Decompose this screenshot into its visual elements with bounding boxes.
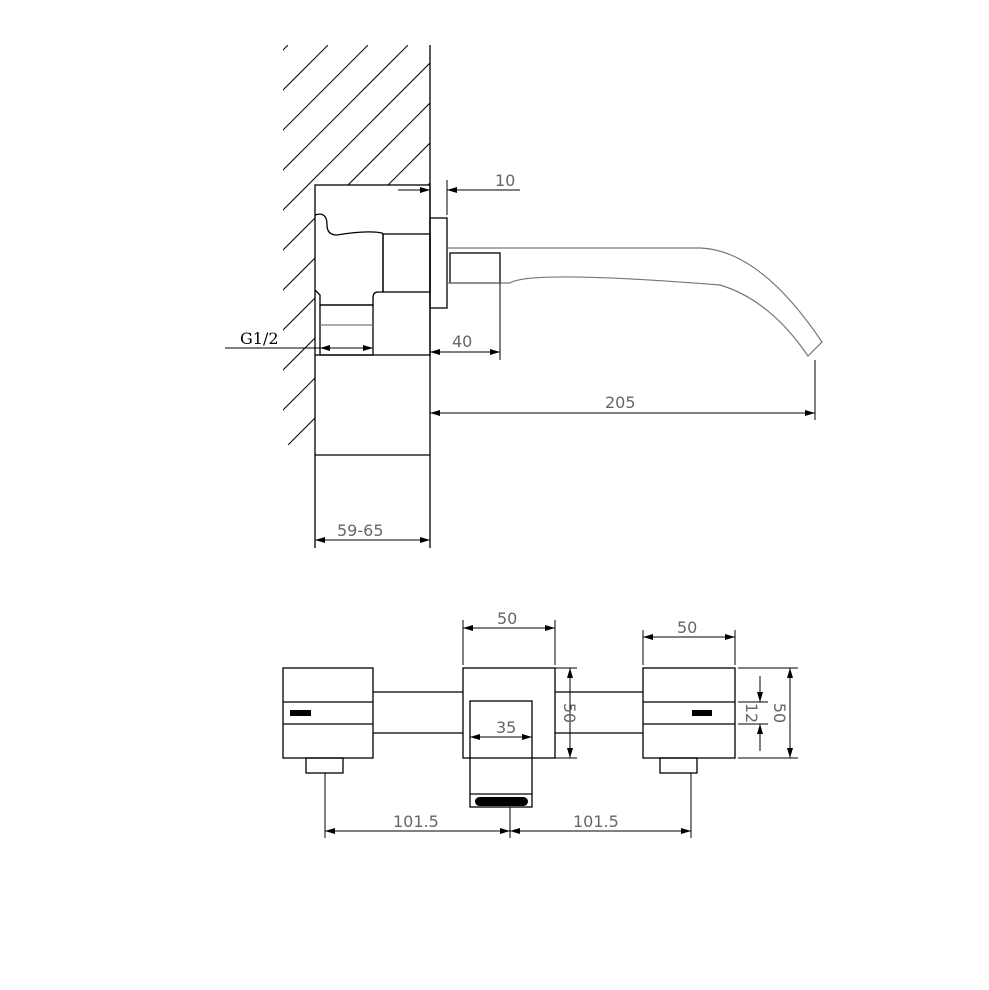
hatch-line xyxy=(283,45,430,445)
wall-hatching xyxy=(0,45,848,445)
hatch-line xyxy=(473,356,572,455)
hatch-line xyxy=(633,356,732,455)
dim-flange-label: 10 xyxy=(495,171,515,190)
valve-inner-outline xyxy=(314,213,384,306)
hatch-line xyxy=(0,45,208,445)
hatch-line xyxy=(0,45,88,445)
aerator-outlet xyxy=(475,797,528,806)
hatch-line xyxy=(553,356,652,455)
hatch-line xyxy=(0,45,128,445)
hatch-line xyxy=(0,45,168,445)
left-handle xyxy=(282,667,374,774)
lever-mark xyxy=(290,710,311,716)
dim-right-spacing-label: 101.5 xyxy=(573,812,619,831)
spout-tube xyxy=(449,252,501,284)
hatch-line xyxy=(283,45,430,445)
dim-handle-width-label: 50 xyxy=(677,618,697,637)
hatch-line xyxy=(0,45,48,445)
right-handle xyxy=(642,667,736,774)
hatch-line xyxy=(713,356,812,455)
lever-mark xyxy=(692,710,712,716)
dim-center-height-label: 50 xyxy=(560,703,579,723)
spout xyxy=(447,247,823,357)
hatch-line xyxy=(0,45,248,445)
side-view: 10 40 205 59-65 G1/2 xyxy=(0,45,852,548)
connector-block xyxy=(382,233,431,293)
dim-left-spacing-label: 101.5 xyxy=(393,812,439,831)
thread-label: G1/2 xyxy=(240,329,279,348)
hatch-line xyxy=(673,356,772,455)
hatch-line xyxy=(283,45,329,445)
dim-projection-label: 205 xyxy=(605,393,636,412)
hatch-line xyxy=(283,45,289,445)
hatch-line xyxy=(407,45,430,445)
dim-wall-depth-label: 59-65 xyxy=(337,521,384,540)
hatch-line xyxy=(283,45,430,445)
front-view: 50 50 50 35 12 50 101.5 101.5 xyxy=(282,609,798,838)
wall-hatching-lower xyxy=(473,356,852,455)
wall-flange xyxy=(429,217,448,309)
hatch-line xyxy=(513,356,612,455)
hatch-line xyxy=(283,45,430,445)
hatch-line xyxy=(283,45,430,445)
hatch-line xyxy=(448,45,848,445)
dim-center-width-label: 50 xyxy=(497,609,517,628)
hatch-line xyxy=(283,45,369,445)
dim-lever-height-label: 12 xyxy=(742,703,761,723)
dim-handle-height-label: 50 xyxy=(770,703,789,723)
dim-spout-width-label: 35 xyxy=(496,718,516,737)
hatch-line xyxy=(0,45,8,445)
hatch-line xyxy=(753,356,852,455)
dim-spout-tube-label: 40 xyxy=(452,332,472,351)
inlet-thread xyxy=(319,304,374,356)
hatch-line xyxy=(283,45,409,445)
center-spout-plate xyxy=(462,667,556,808)
